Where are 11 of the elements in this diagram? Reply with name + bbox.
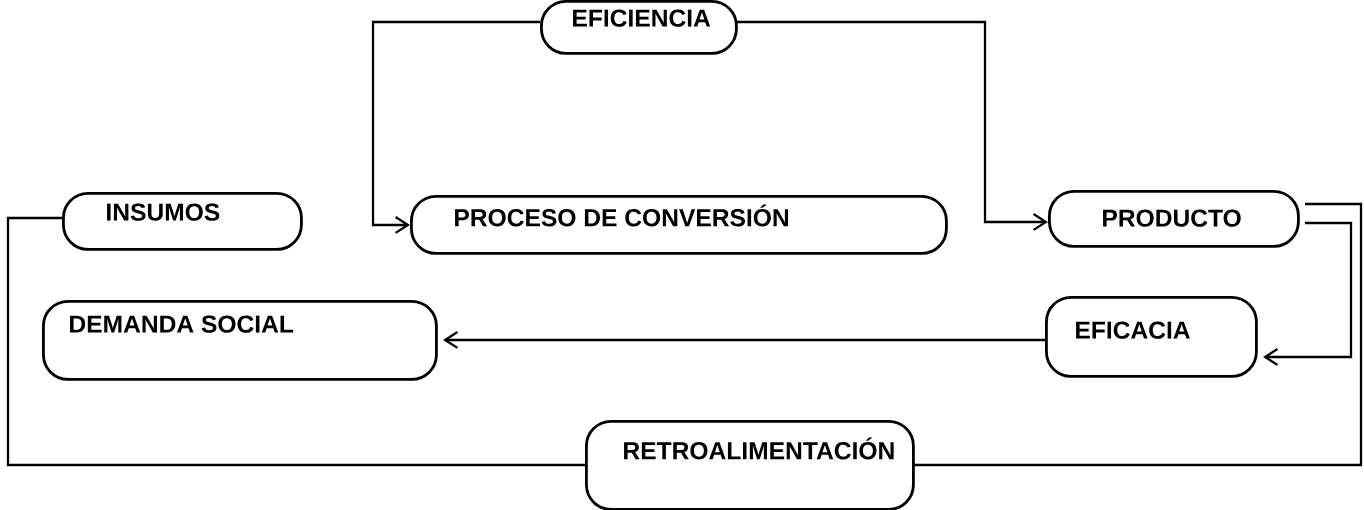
process-box: EFICACIA [1045,296,1258,378]
process-box: EFICIENCIA [540,0,738,55]
arrow [371,20,540,234]
arrow [1263,221,1353,366]
process-box: PROCESO DE CONVERSIÓN [410,195,948,255]
process-box: RETROALIMENTACIÓN [585,420,915,510]
arrow [443,331,1045,349]
arrow [735,20,1048,231]
process-box: INSUMOS [62,192,303,251]
process-box: PRODUCTO [1048,190,1300,248]
process-box: DEMANDA SOCIAL [42,300,438,381]
